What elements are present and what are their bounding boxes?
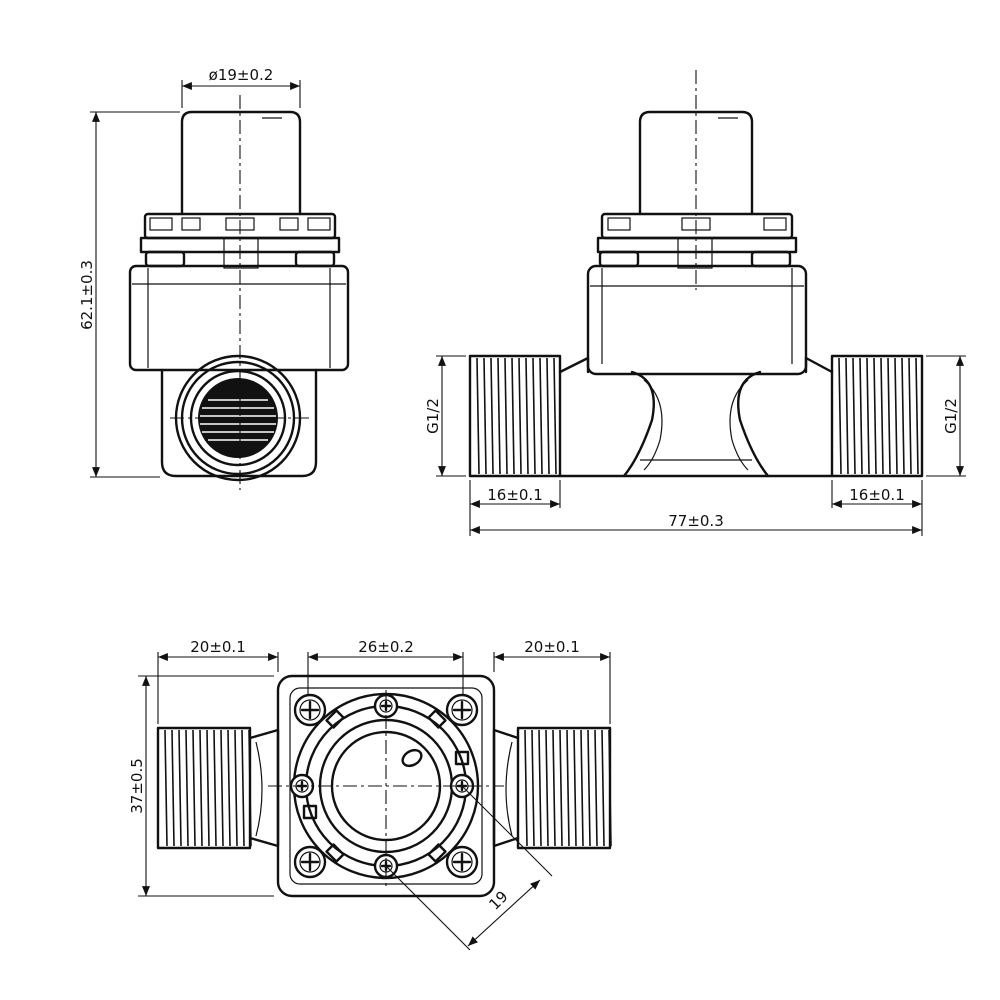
thread-line <box>532 357 536 475</box>
dim-body-depth: 37±0.5 <box>128 758 146 814</box>
thread-line <box>497 357 501 475</box>
thread-line <box>587 729 591 847</box>
dim-body-width: 26±0.2 <box>358 638 414 656</box>
thread-line <box>552 729 556 847</box>
top-view <box>156 674 612 898</box>
thread-line <box>866 357 870 475</box>
screw-head <box>293 845 327 879</box>
dim-thread-left: G1/2 <box>424 398 442 434</box>
thread-line <box>531 729 535 847</box>
thread-line <box>525 357 529 475</box>
thread-line <box>838 357 842 475</box>
thread-line <box>220 729 224 847</box>
side-main-body <box>586 264 808 376</box>
side-thread-left <box>468 354 562 478</box>
dim-total-length: 77±0.3 <box>668 512 724 530</box>
front-view <box>128 95 350 490</box>
thread-line <box>566 729 570 847</box>
thread-line <box>608 729 612 847</box>
dim-port-length-right: 20±0.1 <box>524 638 580 656</box>
thread-line <box>164 729 168 847</box>
side-thread-right <box>830 354 924 478</box>
thread-line <box>234 729 238 847</box>
dim-total-height: 62.1±0.3 <box>78 260 96 330</box>
thread-line <box>887 357 891 475</box>
thread-line <box>559 729 563 847</box>
thread-line <box>894 357 898 475</box>
front-solenoid-cap <box>180 110 302 216</box>
screw-head <box>445 845 479 879</box>
thread-line <box>545 729 549 847</box>
dimensions: ø19±0.2 62.1±0.3 G1/2 G1/2 16±0.1 16±0.1… <box>78 66 966 951</box>
thread-line <box>845 357 849 475</box>
thread-line <box>227 729 231 847</box>
thread-line <box>241 729 245 847</box>
thread-line <box>901 357 905 475</box>
thread-line <box>476 357 480 475</box>
thread-line <box>524 729 528 847</box>
thread-line <box>553 357 557 475</box>
dim-solenoid-diameter: ø19±0.2 <box>209 66 274 84</box>
thread-line <box>504 357 508 475</box>
dim-thread-length-left: 16±0.1 <box>487 486 543 504</box>
thread-line <box>490 357 494 475</box>
dim-thread-right: G1/2 <box>942 398 960 434</box>
thread-line <box>908 357 912 475</box>
thread-line <box>873 357 877 475</box>
thread-line <box>511 357 515 475</box>
screw-head <box>445 693 479 727</box>
thread-line <box>601 729 605 847</box>
thread-line <box>539 357 543 475</box>
thread-line <box>518 357 522 475</box>
front-main-body <box>128 264 350 372</box>
thread-line <box>248 729 252 847</box>
thread-line <box>185 729 189 847</box>
thread-line <box>206 729 210 847</box>
screw-head <box>293 693 327 727</box>
side-solenoid-cap <box>638 110 754 216</box>
dim-port-length-left: 20±0.1 <box>190 638 246 656</box>
thread-line <box>171 729 175 847</box>
thread-line <box>192 729 196 847</box>
thread-line <box>538 729 542 847</box>
thread-line <box>594 729 598 847</box>
thread-line <box>580 729 584 847</box>
thread-line <box>573 729 577 847</box>
thread-line <box>859 357 863 475</box>
thread-line <box>199 729 203 847</box>
thread-line <box>546 357 550 475</box>
thread-line <box>213 729 217 847</box>
side-view <box>468 70 924 478</box>
thread-line <box>915 357 919 475</box>
dim-thread-length-right: 16±0.1 <box>849 486 905 504</box>
thread-line <box>880 357 884 475</box>
thread-line <box>852 357 856 475</box>
thread-line <box>178 729 182 847</box>
thread-line <box>483 357 487 475</box>
